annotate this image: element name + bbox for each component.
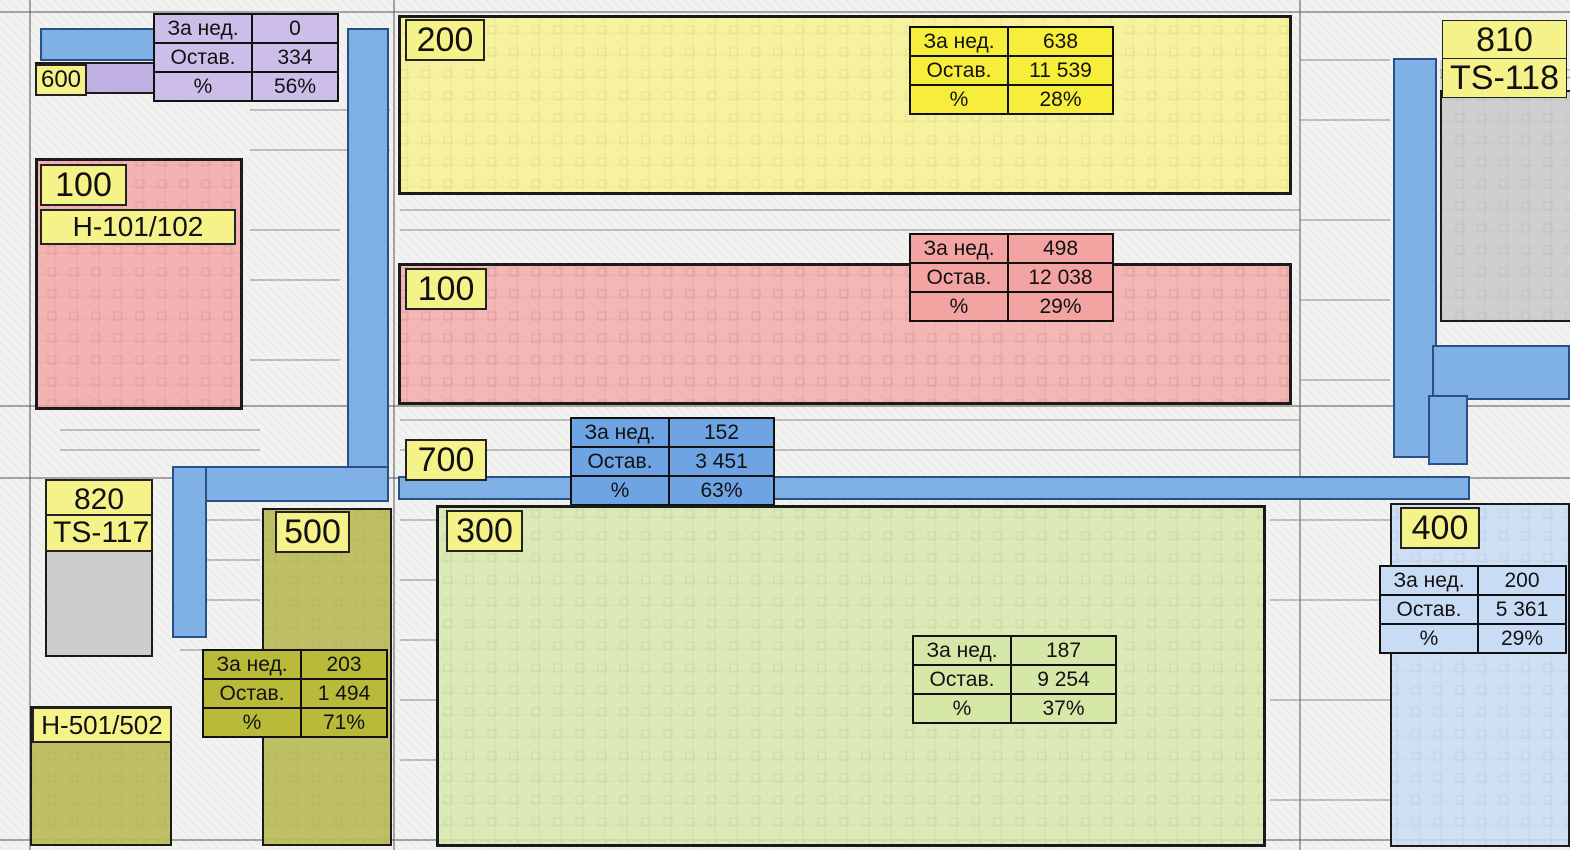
stat-value: 12 038 — [1007, 262, 1114, 293]
zone-200-label: 200 — [405, 19, 485, 61]
stat-value: 29% — [1007, 291, 1114, 322]
pipe-rack-right-vertical — [1393, 58, 1437, 458]
zone-820-sub: TS-117 — [45, 514, 153, 552]
stat-value: 11 539 — [1007, 55, 1114, 86]
zone-100-label: 100 — [405, 268, 487, 310]
stat-label: % — [909, 291, 1009, 322]
zone-100 — [398, 263, 1292, 405]
stat-value: 187 — [1010, 635, 1117, 666]
stat-label: % — [570, 475, 670, 506]
pipe-rack-vertical-main — [347, 28, 389, 478]
stat-label: % — [912, 693, 1012, 724]
stat-label: Остав. — [909, 262, 1009, 293]
stat-value: 71% — [300, 707, 388, 738]
stat-value: 0 — [251, 13, 339, 44]
stat-label: За нед. — [570, 417, 670, 448]
stat-value: 56% — [251, 71, 339, 102]
zone-500-label: 500 — [275, 511, 350, 553]
stat-value: 28% — [1007, 84, 1114, 115]
zone-300 — [436, 505, 1266, 847]
stat-value: 63% — [668, 475, 775, 506]
stat-label: За нед. — [909, 233, 1009, 264]
stat-label: % — [202, 707, 302, 738]
zone-600-label: 600 — [35, 64, 87, 96]
stat-label: За нед. — [202, 649, 302, 680]
stat-value: 29% — [1477, 623, 1567, 654]
pipe-rack-left-lower — [172, 466, 389, 502]
stat-label: % — [153, 71, 253, 102]
zone-200 — [398, 15, 1292, 195]
zone-810-sub: TS-118 — [1442, 58, 1567, 98]
zone-400-label: 400 — [1400, 507, 1480, 549]
stat-value: 200 — [1477, 565, 1567, 596]
stat-label: Остав. — [912, 664, 1012, 695]
stat-label: Остав. — [1379, 594, 1479, 625]
stat-value: 1 494 — [300, 678, 388, 709]
stat-label: За нед. — [153, 13, 253, 44]
zone-100-heaters-label: 100 — [40, 164, 127, 206]
stat-label: Остав. — [570, 446, 670, 477]
zone-100-stats: За нед.498 Остав.12 038 %29% — [909, 233, 1114, 322]
zone-500-stats: За нед.203 Остав.1 494 %71% — [202, 649, 388, 738]
zone-600-stats: За нед.0 Остав.334 %56% — [153, 13, 339, 102]
stat-value: 203 — [300, 649, 388, 680]
stat-label: За нед. — [909, 26, 1009, 57]
zone-500-sub: H-501/502 — [32, 707, 172, 743]
zone-700-stats: За нед.152 Остав.3 451 %63% — [570, 417, 775, 506]
zone-400 — [1390, 503, 1570, 847]
zone-100-heaters-sub: H-101/102 — [40, 209, 236, 245]
stat-value: 638 — [1007, 26, 1114, 57]
stat-label: % — [1379, 623, 1479, 654]
zone-810-label: 810 — [1442, 20, 1567, 60]
zone-300-label: 300 — [446, 510, 523, 552]
zone-300-stats: За нед.187 Остав.9 254 %37% — [912, 635, 1117, 724]
pipe-rack-700 — [398, 476, 1470, 500]
stat-value: 3 451 — [668, 446, 775, 477]
zone-700-label: 700 — [405, 439, 487, 481]
stat-value: 5 361 — [1477, 594, 1567, 625]
pipe-rack-right-stub — [1428, 395, 1468, 465]
stat-value: 152 — [668, 417, 775, 448]
stat-label: Остав. — [909, 55, 1009, 86]
stat-value: 37% — [1010, 693, 1117, 724]
zone-200-stats: За нед.638 Остав.11 539 %28% — [909, 26, 1114, 115]
stat-value: 498 — [1007, 233, 1114, 264]
stat-value: 9 254 — [1010, 664, 1117, 695]
stat-label: Остав. — [202, 678, 302, 709]
zone-400-stats: За нед.200 Остав.5 361 %29% — [1379, 565, 1567, 654]
stat-label: % — [909, 84, 1009, 115]
pipe-rack-top-left — [40, 28, 155, 61]
zone-820 — [45, 545, 153, 657]
stat-value: 334 — [251, 42, 339, 73]
stat-label: Остав. — [153, 42, 253, 73]
stat-label: За нед. — [912, 635, 1012, 666]
pipe-rack-left-down — [172, 466, 207, 638]
stat-label: За нед. — [1379, 565, 1479, 596]
zone-810 — [1440, 90, 1570, 322]
pipe-rack-right-bottom — [1432, 345, 1570, 400]
